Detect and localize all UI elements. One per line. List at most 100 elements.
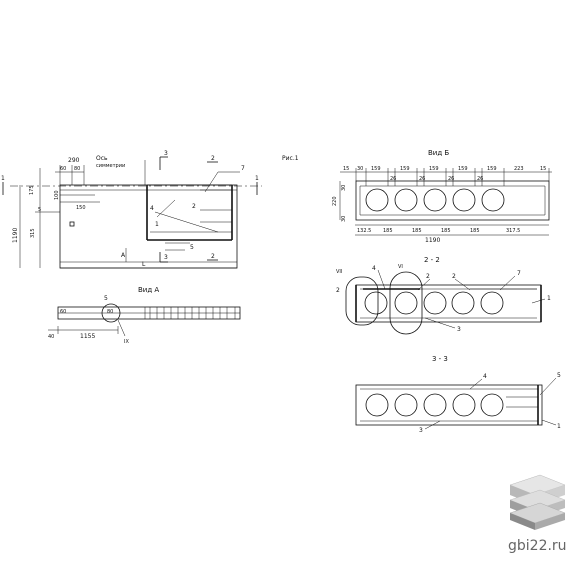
callout-7-leader-2 [204,171,219,193]
view-b-top-dim-8: 159 [458,166,468,172]
view-a: Вид A 5 60 80 40 1155 IX [48,286,241,345]
cut-1-right-label: 1 [255,175,259,182]
section-3-3-title: 3 - 3 [432,355,448,363]
view-b-top-dim-5: 26 [419,176,425,182]
callout-5-leader-33 [539,377,557,396]
section-3-3-void-2 [394,393,418,417]
dim-150: 150 [76,205,86,211]
view-b-left-dim-2: 30 [341,216,347,222]
section-3-3-void-1 [365,393,389,417]
dim-315: 315 [30,228,36,238]
callout-1: 1 [155,221,159,228]
section-2-2-callout-2b: 2 [426,273,430,280]
dim-1155: 1155 [80,333,95,340]
view-b-bottom-dim-0: 132.5 [357,228,371,234]
section-3-3-void-3 [423,393,447,417]
view-b-title: Вид Б [428,149,449,157]
view-b: Вид Б 15 30 159 26 [332,149,552,244]
callout-1-leader-33 [541,419,557,426]
section-2-2-outline [355,284,542,323]
dim-290: 290 [68,157,80,164]
view-b-void-3 [423,188,447,212]
plan-small-square [69,221,75,227]
detail-vii-oval [345,276,379,326]
section-2-2-callout-2c: 2 [452,273,456,280]
plan-diagonal-rebar-2 [156,199,176,218]
view-b-outline [355,180,550,221]
section-3-3-outline [355,384,543,426]
cut-3-bottom-label: 3 [164,254,168,261]
section-2-2-callout-1: 1 [547,295,551,302]
view-a-hatching [149,307,228,319]
section-2-2-callout-7: 7 [517,270,521,277]
view-b-top-dim-10: 159 [487,166,497,172]
view-b-top-dim-0: 15 [343,166,349,172]
view-b-top-dim-7: 26 [448,176,454,182]
section-2-2-void-3 [423,291,447,315]
callout-2-leader-22 [417,278,431,291]
dim-100: 100 [54,190,60,200]
callout-7-leader-22 [499,275,516,291]
callout-ix: IX [124,339,129,345]
callout-2b-leader-22 [454,278,471,291]
section-3-3-void-4 [452,393,476,417]
view-b-left-dim-1: 220 [332,196,338,206]
arrow-A-label: A [121,252,126,259]
dim-80: 80 [74,166,80,172]
view-b-bottom-dim-3: 185 [441,228,451,234]
watermark: gbi22.ru [508,538,567,554]
view-b-left-dim-0: 30 [341,185,347,191]
section-2-2-callout-2a: 2 [336,287,340,294]
view-b-bottom-dim-5: 317.5 [506,228,520,234]
section-3-3-void-5 [480,393,504,417]
view-b-void-5 [481,188,505,212]
cut-2-bottom-label: 2 [211,253,215,260]
view-b-void-1 [365,188,389,212]
view-a-label-60: 60 [60,309,66,315]
dim-40: 40 [48,334,54,340]
callout-1-leader-22 [531,298,546,304]
view-b-top-dim-1: 30 [357,166,363,172]
view-a-detail-circle [101,303,121,323]
view-b-top-dim-ticks [355,168,550,186]
callout-3-leader-33 [424,420,441,430]
cut-3-top-label: 3 [164,150,168,157]
view-b-void-2 [394,188,418,212]
section-2-2: 2 - 2 VII 4 VI 2 2 2 7 1 3 [336,256,551,335]
plan-diagonal-rebar [154,211,219,233]
cut-2-top-label: 2 [211,155,215,162]
cut-1-left-label: 1 [1,175,5,182]
logo-icon [509,474,566,530]
dim-175: 175 [29,185,35,195]
section-2-2-void-2 [394,291,418,315]
section-3-3-callout-4: 4 [483,373,487,380]
callout-7: 7 [241,165,245,172]
view-b-top-dim-11: 223 [514,166,524,172]
fig-label: Рис.1 [282,155,299,162]
callout-5: 5 [190,244,194,251]
callout-4-leader-22 [377,269,386,290]
section-3-3-callout-5: 5 [557,372,561,379]
section-3-3-callout-3: 3 [419,427,423,434]
view-b-bottom-dim-2: 185 [412,228,422,234]
view-b-top-dim-2: 159 [371,166,381,172]
plan-view: 290 60 80 100 175 150 5 1190 315 Ось сим… [1,150,262,269]
section-2-2-void-1 [364,291,388,315]
section-3-3: 3 - 3 4 5 3 1 [355,355,561,434]
section-3-3-callout-1: 1 [557,423,561,430]
view-b-bottom-dim-4: 185 [470,228,480,234]
view-a-title: Вид A [138,286,159,294]
view-b-top-dim-9: 26 [477,176,483,182]
view-b-total: 1190 [425,237,440,244]
dim-1190: 1190 [12,228,19,243]
section-2-2-callout-4: 4 [372,265,376,272]
callout-4: 4 [150,205,154,212]
view-b-top-dim-12: 15 [540,166,546,172]
view-b-bottom-dim-1: 185 [383,228,393,234]
callout-vii: VII [336,269,342,275]
section-2-2-callout-3: 3 [457,326,461,333]
view-b-top-dim-4: 159 [400,166,410,172]
length-L-label: L [142,261,146,268]
